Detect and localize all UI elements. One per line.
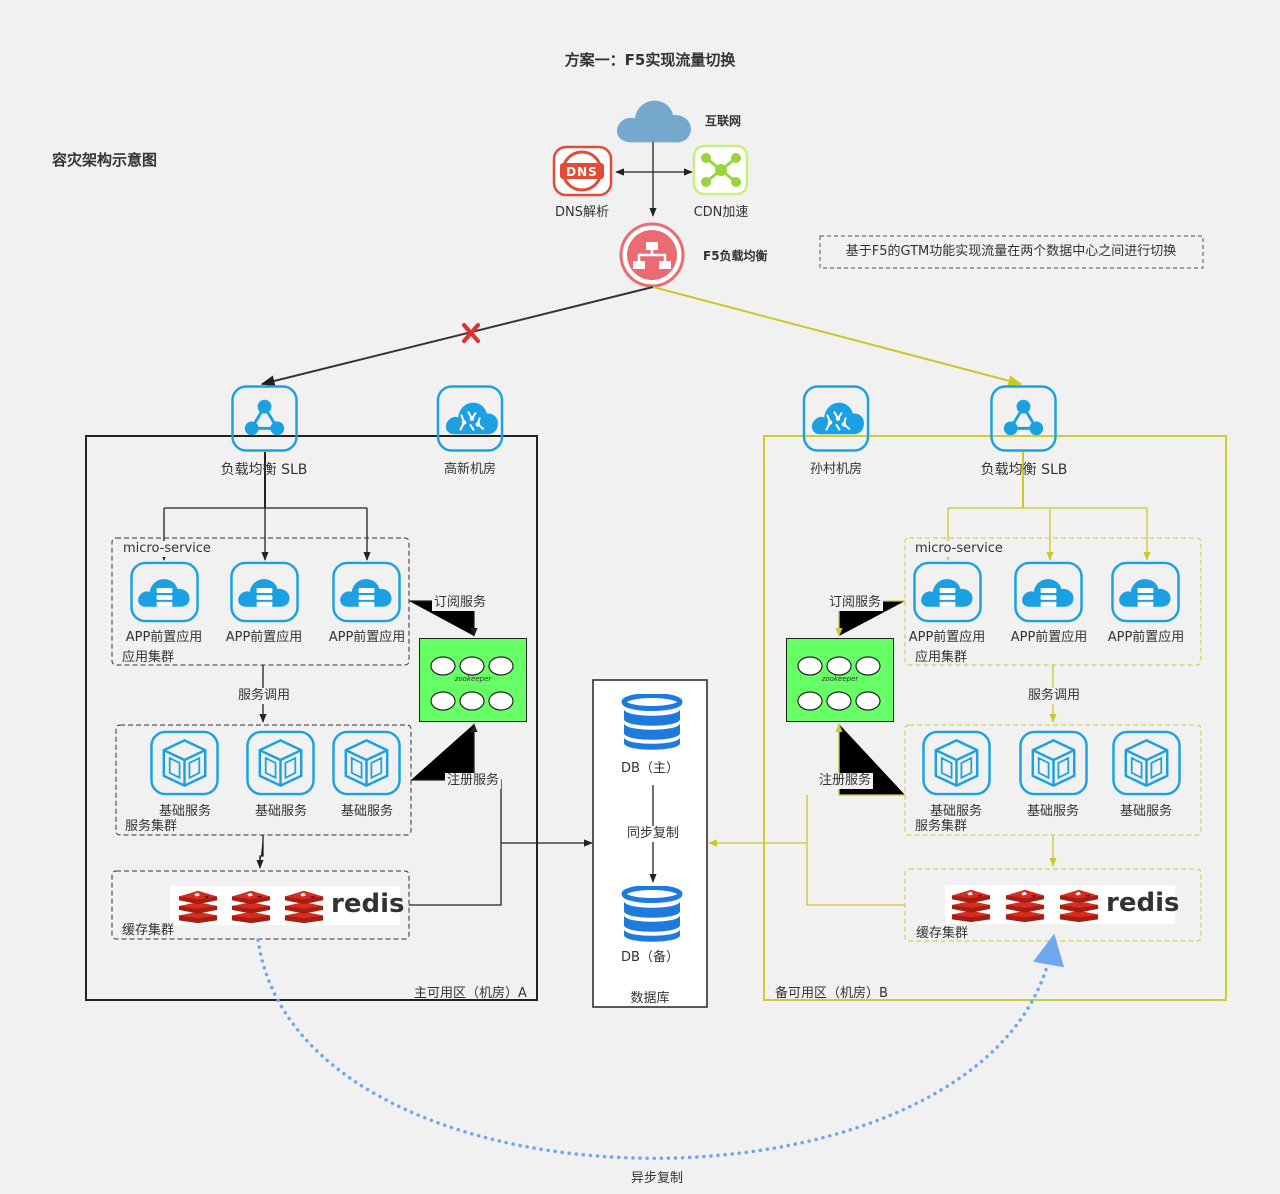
zone-a-label: 主可用区（机房）A [414, 986, 527, 1001]
zone-b-app-icon-2 [1014, 561, 1083, 623]
zone-b-zookeeper-label: zookeeper [821, 675, 859, 683]
zone-a-app-icon-1 [130, 561, 199, 623]
zone-b-app-label-1: APP前置应用 [908, 630, 986, 645]
zone-b-idc-label: 孙村机房 [809, 462, 863, 477]
zone-a-cache-group [111, 870, 410, 940]
cdn-icon [692, 144, 749, 196]
zone-a-base-label-2: 基础服务 [254, 804, 308, 819]
zone-a-cache-cluster-label: 缓存集群 [122, 923, 175, 938]
page-title: 方案一：F5实现流量切换 [564, 51, 736, 69]
zone-b-subscribe-label: 订阅服务 [827, 595, 884, 611]
zone-a-redis-icon-2 [231, 890, 271, 924]
zone-a-idc-icon [436, 385, 504, 452]
database-label: 数据库 [630, 991, 670, 1006]
zone-b-base-label-3: 基础服务 [1119, 804, 1173, 819]
zone-b-base-label-2: 基础服务 [1026, 804, 1080, 819]
zone-b-base-label-1: 基础服务 [929, 804, 983, 819]
dns-badge-text: DNS [566, 165, 598, 179]
zone-a-redis-icon-3 [284, 890, 324, 924]
db-slave-label: DB（备） [621, 950, 679, 965]
zone-b-base-icon-3 [1112, 730, 1181, 796]
zone-a-border [85, 435, 538, 1001]
async-copy-arc [256, 933, 1065, 1160]
zone-a-register-label: 注册服务 [445, 773, 502, 789]
zone-a-slb-label: 负载均衡 SLB [220, 462, 308, 478]
zone-b-slb-label: 负载均衡 SLB [980, 462, 1068, 478]
zone-b-border [763, 435, 1227, 1001]
zone-b-app-icon-1 [913, 561, 982, 623]
zone-a-app-cluster-label: 应用集群 [122, 650, 175, 665]
zone-b-service-call-label: 服务调用 [1025, 688, 1083, 704]
dns-icon [552, 145, 613, 197]
note-box [819, 235, 1204, 269]
f5-to-zone-a-arrow [260, 286, 654, 387]
zone-a-subscribe-label: 订阅服务 [432, 595, 489, 611]
zone-a-app-label-2: APP前置应用 [225, 630, 303, 645]
zone-a-base-icon-3 [332, 730, 401, 796]
zone-b-app-label-3: APP前置应用 [1107, 630, 1185, 645]
zone-a-service-call-label: 服务调用 [235, 688, 293, 704]
zone-b-cache-cluster-label: 缓存集群 [916, 926, 969, 941]
zone-a-slb-icon [231, 385, 298, 452]
zone-a-base-icon-2 [246, 730, 315, 796]
f5-to-zone-b-arrow [652, 286, 1023, 387]
zone-a-redis-text: redis [331, 889, 405, 919]
zone-a-base-label-1: 基础服务 [158, 804, 212, 819]
zone-b-register-label: 注册服务 [817, 773, 874, 789]
zone-b-redis-icon-3 [1059, 889, 1099, 923]
zone-a-app-label-1: APP前置应用 [125, 630, 203, 645]
internet-cloud-icon [616, 100, 691, 143]
zone-a-base-label-3: 基础服务 [340, 804, 394, 819]
zone-b-app-label-2: APP前置应用 [1010, 630, 1088, 645]
zone-b-base-cluster-label: 服务集群 [915, 819, 968, 834]
db-master-label: DB（主） [621, 761, 679, 776]
zone-a-zookeeper-label: zookeeper [454, 675, 492, 683]
failover-cross-icon [462, 323, 480, 343]
zone-b-base-icon-1 [922, 730, 991, 796]
zone-a-base-icon-1 [150, 730, 219, 796]
async-copy-label: 异步复制 [628, 1171, 686, 1187]
zone-b-label: 备可用区（机房）B [775, 986, 888, 1001]
zone-a-app-icon-2 [230, 561, 299, 623]
zone-a-app-label-3: APP前置应用 [328, 630, 406, 645]
zone-a-redis-icon-1 [178, 890, 218, 924]
zone-b-app-icon-3 [1111, 561, 1180, 623]
zone-b-redis-icon-1 [951, 889, 991, 923]
zone-b-redis-icon-2 [1005, 889, 1045, 923]
zone-b-app-cluster-label: 应用集群 [915, 650, 968, 665]
db-sync-label: 同步复制 [624, 826, 682, 842]
note-text: 基于F5的GTM功能实现流量在两个数据中心之间进行切换 [845, 244, 1177, 259]
zone-a-microservice-label: micro-service [121, 541, 213, 557]
zone-a-idc-label: 高新机房 [443, 462, 497, 477]
zone-b-base-icon-2 [1019, 730, 1088, 796]
f5-load-balancer-icon [619, 222, 685, 288]
zone-b-redis-text: redis [1106, 888, 1180, 918]
zone-a-app-icon-3 [332, 561, 401, 623]
diagram-subtitle: 容灾架构示意图 [52, 151, 158, 169]
dns-label: DNS解析 [555, 205, 609, 220]
internet-label: 互联网 [705, 114, 742, 128]
f5-label: F5负载均衡 [703, 249, 768, 263]
zone-b-idc-icon [802, 385, 870, 452]
zone-b-slb-icon [990, 385, 1057, 452]
zone-a-base-cluster-label: 服务集群 [125, 819, 178, 834]
zone-b-microservice-label: micro-service [913, 541, 1005, 557]
cdn-label: CDN加速 [693, 205, 749, 220]
